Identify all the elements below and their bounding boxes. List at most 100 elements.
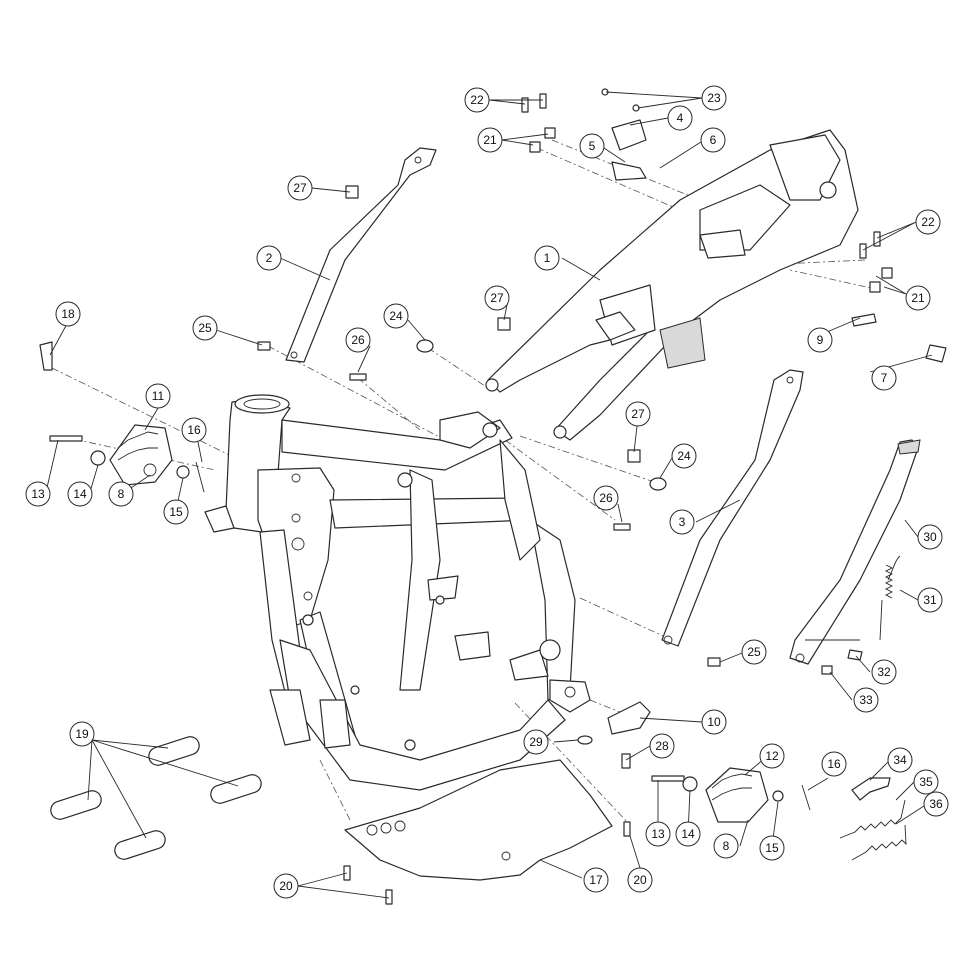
callout-32: 32 xyxy=(871,659,897,685)
callout-16-right: 16 xyxy=(821,751,847,777)
svg-text:36: 36 xyxy=(929,797,943,811)
svg-text:35: 35 xyxy=(919,775,933,789)
spring-36 xyxy=(851,824,907,861)
callout-15-right: 15 xyxy=(759,835,785,861)
svg-text:2: 2 xyxy=(266,251,273,265)
callout-25-left: 25 xyxy=(192,315,218,341)
svg-text:20: 20 xyxy=(279,879,293,893)
callout-17: 17 xyxy=(583,867,609,893)
svg-text:16: 16 xyxy=(827,757,841,771)
callout-22-top: 22 xyxy=(464,87,490,113)
svg-text:22: 22 xyxy=(921,215,935,229)
svg-text:26: 26 xyxy=(599,491,613,505)
svg-text:11: 11 xyxy=(152,389,165,403)
callout-3: 3 xyxy=(669,509,695,535)
svg-text:8: 8 xyxy=(118,487,125,501)
callout-21-top: 21 xyxy=(477,127,503,153)
callout-9: 9 xyxy=(807,327,833,353)
callout-27-top: 27 xyxy=(287,175,313,201)
svg-text:5: 5 xyxy=(589,139,596,153)
callout-19: 19 xyxy=(69,721,95,747)
callout-21-right: 21 xyxy=(905,285,931,311)
skid-plate xyxy=(344,759,613,881)
callout-33: 33 xyxy=(853,687,879,713)
callout-24-left: 24 xyxy=(383,303,409,329)
callout-26-left: 26 xyxy=(345,327,371,353)
callout-14-right: 14 xyxy=(675,821,701,847)
callout-26-right: 26 xyxy=(593,485,619,511)
svg-text:21: 21 xyxy=(911,291,925,305)
callout-11: 11 xyxy=(145,383,171,409)
svg-text:3: 3 xyxy=(679,515,686,529)
svg-text:12: 12 xyxy=(765,749,779,763)
callout-20-right: 20 xyxy=(627,867,653,893)
callout-6: 6 xyxy=(700,127,726,153)
bracket-34 xyxy=(851,777,891,801)
footpeg-right xyxy=(651,767,811,823)
svg-text:9: 9 xyxy=(817,333,824,347)
svg-text:24: 24 xyxy=(389,309,403,323)
rear-subframe xyxy=(485,129,859,441)
callout-2: 2 xyxy=(256,245,282,271)
callout-13-right: 13 xyxy=(645,821,671,847)
svg-text:34: 34 xyxy=(893,753,907,767)
svg-text:27: 27 xyxy=(631,407,645,421)
callout-35: 35 xyxy=(913,769,939,795)
callout-7: 7 xyxy=(871,365,897,391)
callout-5: 5 xyxy=(579,133,605,159)
side-stand xyxy=(789,439,921,665)
svg-text:7: 7 xyxy=(881,371,888,385)
callout-30: 30 xyxy=(917,524,943,550)
callout-8-left: 8 xyxy=(108,481,134,507)
stand-spring xyxy=(879,555,901,641)
svg-text:4: 4 xyxy=(677,111,684,125)
svg-text:22: 22 xyxy=(470,93,484,107)
subframe-strut-front xyxy=(285,147,437,363)
svg-text:16: 16 xyxy=(187,423,201,437)
svg-text:28: 28 xyxy=(655,739,669,753)
svg-text:18: 18 xyxy=(61,307,75,321)
svg-text:15: 15 xyxy=(765,841,779,855)
svg-text:23: 23 xyxy=(707,91,721,105)
callout-24-right: 24 xyxy=(671,443,697,469)
svg-text:24: 24 xyxy=(677,449,691,463)
svg-text:10: 10 xyxy=(707,715,721,729)
callout-23: 23 xyxy=(701,85,727,111)
leader-lines xyxy=(45,91,933,899)
svg-text:27: 27 xyxy=(490,291,504,305)
main-frame xyxy=(204,394,591,791)
pivot-cover-10 xyxy=(607,701,651,735)
callout-27-mid: 27 xyxy=(484,285,510,311)
callout-36: 36 xyxy=(923,791,949,817)
callout-25-right: 25 xyxy=(741,639,767,665)
callout-13-left: 13 xyxy=(25,481,51,507)
svg-text:29: 29 xyxy=(529,735,543,749)
callout-31: 31 xyxy=(917,587,943,613)
svg-text:32: 32 xyxy=(877,665,891,679)
callout-1: 1 xyxy=(534,245,560,271)
svg-text:13: 13 xyxy=(31,487,45,501)
callout-16-left: 16 xyxy=(181,417,207,443)
decal-strips xyxy=(50,736,262,860)
callout-29: 29 xyxy=(523,729,549,755)
svg-text:13: 13 xyxy=(651,827,665,841)
callout-14-left: 14 xyxy=(67,481,93,507)
callout-15-left: 15 xyxy=(163,499,189,525)
callout-28: 28 xyxy=(649,733,675,759)
svg-text:31: 31 xyxy=(923,593,937,607)
fasteners xyxy=(257,88,947,905)
svg-text:8: 8 xyxy=(723,839,730,853)
subframe-strut-rear xyxy=(661,369,804,647)
svg-text:33: 33 xyxy=(859,693,873,707)
svg-text:19: 19 xyxy=(75,727,89,741)
svg-text:14: 14 xyxy=(681,827,695,841)
callout-34: 34 xyxy=(887,747,913,773)
callouts: 1 2 3 4 5 6 7 8 8 9 10 11 12 13 13 14 14… xyxy=(25,85,949,899)
svg-text:1: 1 xyxy=(544,251,551,265)
svg-text:26: 26 xyxy=(351,333,365,347)
callout-12: 12 xyxy=(759,743,785,769)
spring-35 xyxy=(839,799,906,839)
svg-text:17: 17 xyxy=(589,873,603,887)
